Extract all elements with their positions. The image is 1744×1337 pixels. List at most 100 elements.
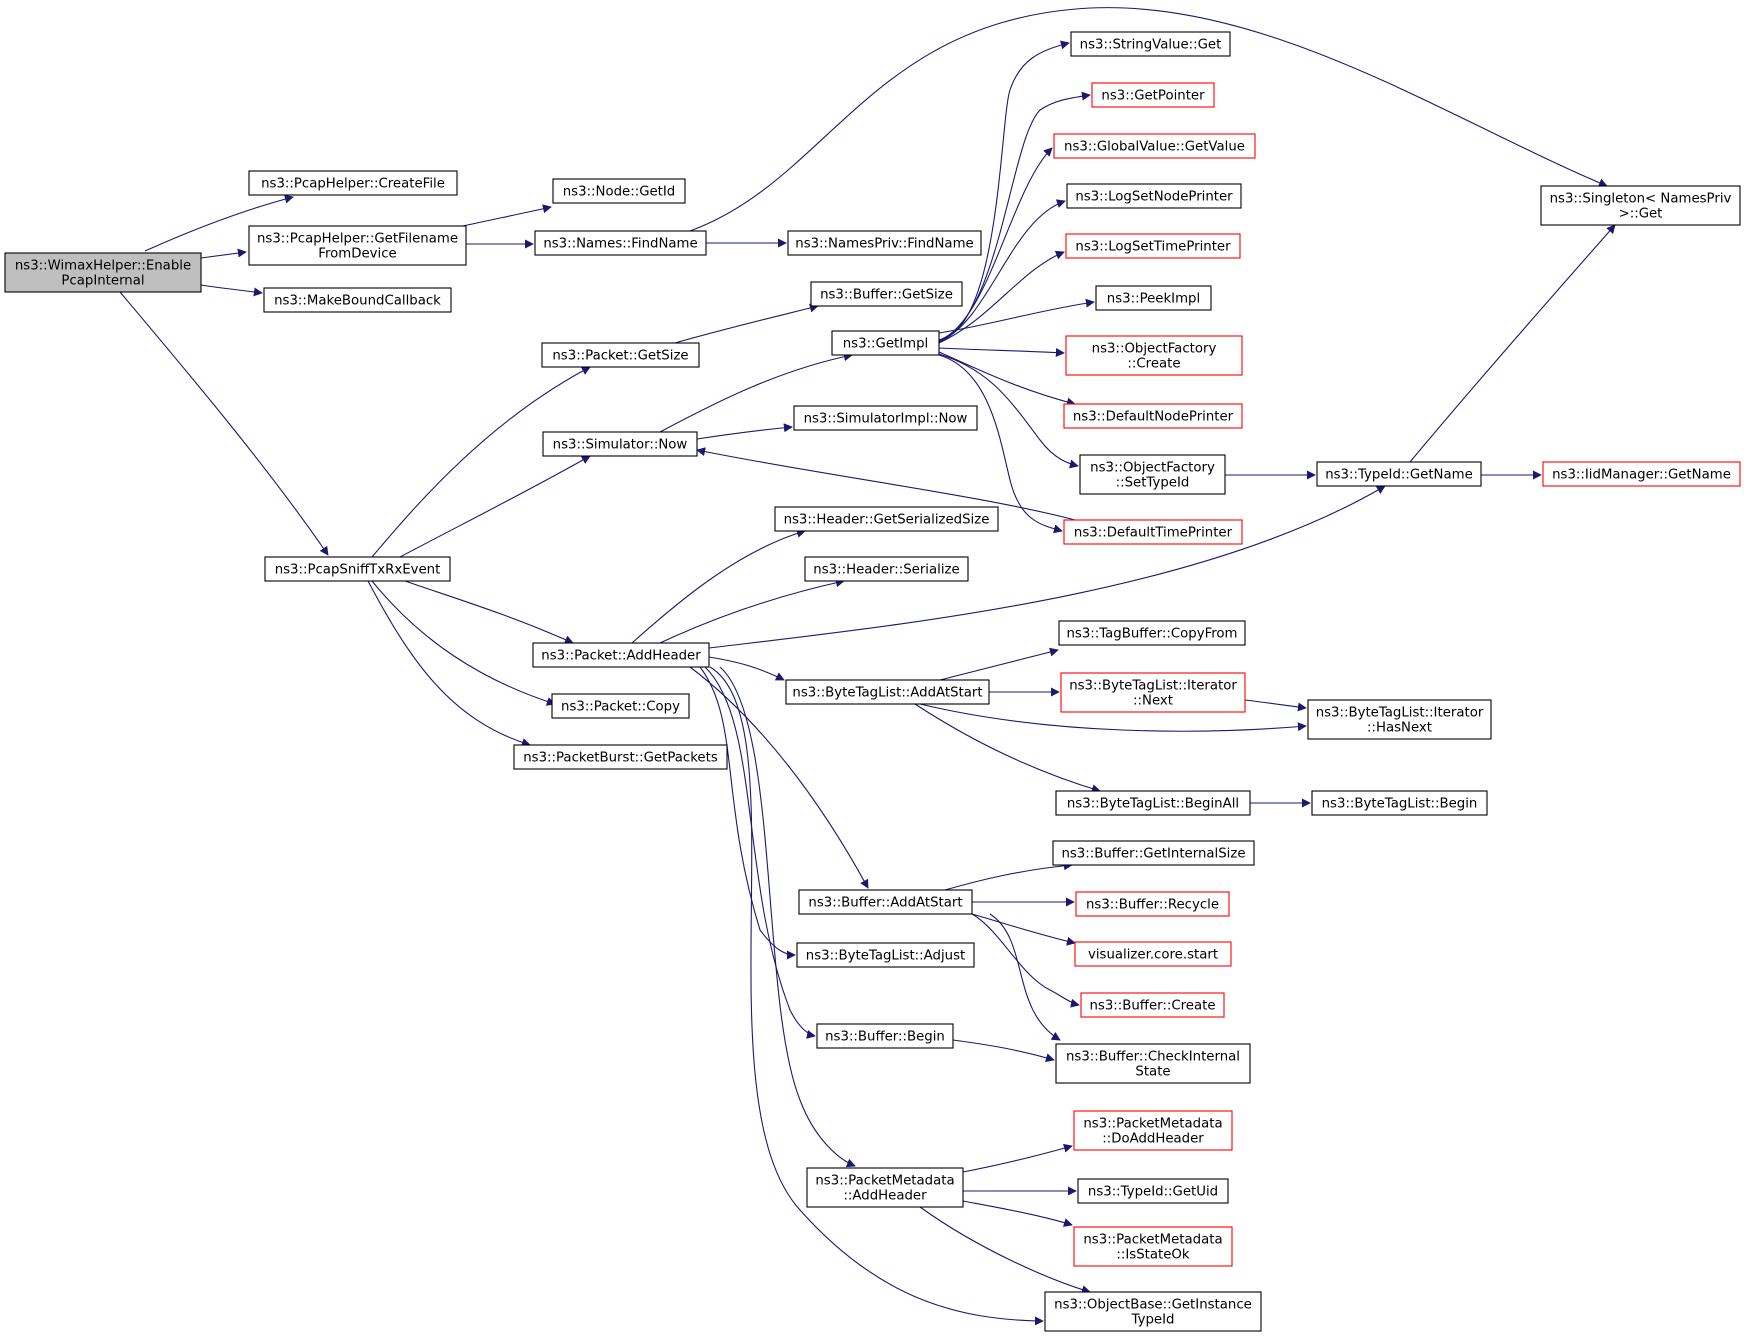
edge-n26-to-n49 [709,666,1044,1326]
function-node[interactable]: ns3::Names::FindName [534,230,707,256]
node-label: ns3::NamesPriv::FindName [795,237,973,252]
function-node[interactable]: ns3::GetPointer [1091,82,1215,108]
node-label: ns3::PcapHelper::CreateFile [261,177,445,192]
node-box [831,330,940,356]
function-node[interactable]: ns3::TagBuffer::CopyFrom [1058,620,1246,646]
edge-n0-to-n1 [144,194,294,252]
edge-n4-to-n26 [404,580,574,644]
function-node[interactable]: ns3::StringValue::Get [1070,31,1231,57]
function-node[interactable]: ns3::IidManager::GetName [1542,461,1741,487]
node-box [798,889,973,915]
edge-n37-to-n42 [989,913,1061,1041]
node-box [774,506,999,532]
function-node[interactable]: ns3::NamesPriv::FindName [787,230,982,256]
node-label: ns3::Buffer::AddAtStart [808,896,962,911]
edge-n4-to-n30 [367,580,531,747]
node-label: ns3::Simulator::Now [553,438,688,453]
node-box [1311,790,1488,816]
function-node[interactable]: ns3::LogSetTimePrinter [1065,233,1241,259]
node-label: ns3::ByteTagList::BeginAll [1067,797,1239,812]
function-node[interactable]: ns3::Buffer::Begin [816,1023,954,1049]
node-box [810,281,963,307]
function-node[interactable]: ns3::ObjectFactory::SetTypeId [1079,454,1226,495]
edge-n2-to-n5 [462,204,552,227]
node-label: ns3::Buffer::GetInternalSize [1061,847,1245,862]
function-node[interactable]: ns3::Buffer::AddAtStart [798,889,973,915]
function-node[interactable]: ns3::ByteTagList::AddAtStart [785,679,990,705]
function-node[interactable]: ns3::PacketMetadata::IsStateOk [1073,1226,1233,1267]
node-label: ns3::ObjectBase::GetInstance [1054,1298,1252,1313]
node-box [551,693,690,719]
edge-n37-to-n38 [944,861,1073,891]
function-node[interactable]: ns3::PcapHelper::CreateFile [248,170,458,196]
function-node[interactable]: ns3::Simulator::Now [542,431,698,457]
node-box [1055,1043,1251,1084]
function-node[interactable]: ns3::PcapSniffTxRxEvent [264,556,451,582]
function-node[interactable]: ns3::ByteTagList::Iterator::Next [1060,672,1246,713]
edge-n0-to-n4 [119,291,329,556]
function-node[interactable]: ns3::PacketMetadata::AddHeader [806,1167,964,1208]
node-label: ns3::DefaultTimePrinter [1074,526,1233,541]
function-node[interactable]: ns3::PeekImpl [1095,285,1212,311]
node-label: ::DoAddHeader [1102,1132,1204,1147]
function-node[interactable]: ns3::ByteTagList::BeginAll [1055,790,1251,816]
function-node[interactable]: ns3::GlobalValue::GetValue [1053,133,1256,159]
edge-n12-to-n18 [938,298,1095,334]
function-node[interactable]: ns3::TypeId::GetName [1316,461,1482,487]
function-node[interactable]: ns3::LogSetNodePrinter [1066,183,1242,209]
function-node[interactable]: ns3::ByteTagList::Iterator::HasNext [1307,699,1492,740]
function-node[interactable]: ns3::DefaultTimePrinter [1063,519,1243,545]
node-box [796,942,975,968]
function-node[interactable]: ns3::PacketBurst::GetPackets [513,744,728,770]
function-node[interactable]: ns3::ByteTagList::Adjust [796,942,975,968]
node-box [541,342,700,368]
node-box [263,287,452,313]
edge-n24-to-n8 [1409,224,1616,463]
function-node[interactable]: ns3::Node::GetId [552,178,686,204]
function-node[interactable]: ns3::DefaultNodePrinter [1063,403,1243,429]
edge-n26-to-n31 [708,656,785,681]
node-box [552,178,686,204]
function-node[interactable]: visualizer.core.start [1074,941,1232,967]
function-node[interactable]: ns3::Packet::AddHeader [532,642,710,668]
node-label: ns3::PeekImpl [1107,292,1200,307]
function-node[interactable]: ns3::Header::GetSerializedSize [774,506,999,532]
function-node[interactable]: ns3::Buffer::GetSize [810,281,963,307]
edge-n12-to-n19 [938,347,1065,358]
edge-n26-to-n44 [704,666,816,1039]
function-node[interactable]: ns3::MakeBoundCallback [263,287,452,313]
function-node[interactable]: ns3::Buffer::Create [1080,992,1225,1018]
node-box [248,225,467,266]
node-box [1065,335,1243,376]
node-label: ns3::IidManager::GetName [1552,468,1731,483]
edge-n0-to-n2 [200,248,247,259]
function-node[interactable]: ns3::Packet::Copy [551,693,690,719]
function-node[interactable]: ns3::Buffer::GetInternalSize [1052,840,1255,866]
node-label: ns3::LogSetTimePrinter [1075,240,1231,255]
function-node[interactable]: ns3::Packet::GetSize [541,342,700,368]
node-label: ::Create [1127,357,1180,372]
function-node[interactable]: ns3::Singleton< NamesPriv>::Get [1540,185,1741,226]
node-label: ns3::Node::GetId [563,185,676,200]
node-box [1063,519,1243,545]
edge-n26-to-n24 [708,485,1386,649]
node-label: ::AddHeader [843,1189,927,1204]
node-box [1307,699,1492,740]
function-node[interactable]: ns3::TypeId::GetUid [1077,1178,1229,1204]
node-label: ns3::ByteTagList::Iterator [1069,679,1237,694]
function-node[interactable]: ns3::Buffer::Recycle [1075,891,1230,917]
function-node[interactable]: ns3::PacketMetadata::DoAddHeader [1073,1110,1233,1151]
function-node[interactable]: ns3::SimulatorImpl::Now [793,405,978,431]
function-node[interactable]: ns3::ByteTagList::Begin [1311,790,1488,816]
function-node[interactable]: ns3::GetImpl [831,330,940,356]
node-box [816,1023,954,1049]
node-label: ns3::Buffer::CheckInternal [1066,1050,1240,1065]
edge-n44-to-n42 [952,1039,1055,1063]
function-node[interactable]: ns3::ObjectFactory::Create [1065,335,1243,376]
node-label: ns3::Packet::AddHeader [541,649,701,664]
function-node[interactable]: ns3::Header::Serialize [804,556,969,582]
